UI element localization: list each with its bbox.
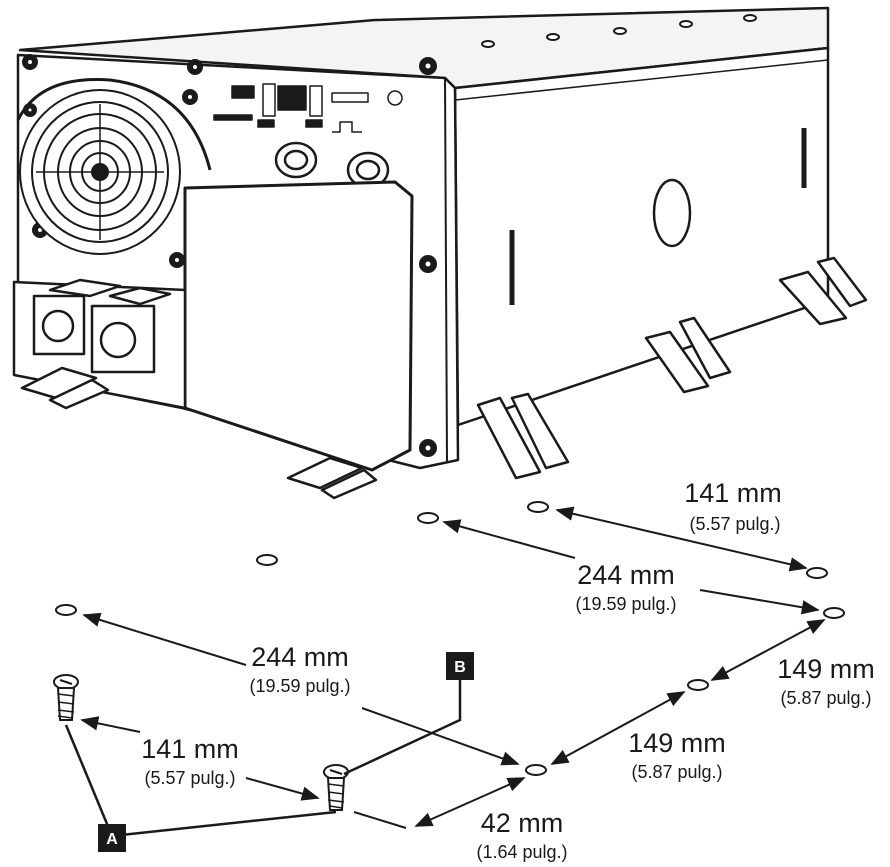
- arrow-149-right: [710, 619, 826, 681]
- dim-149-bottom-in: (5.87 pulg.): [631, 762, 722, 782]
- dim-244-left-in: (19.59 pulg.): [249, 676, 350, 696]
- mounting-feet: [20, 256, 868, 500]
- dim-149-right-mm: 149 mm: [777, 654, 875, 684]
- dim-42-in: (1.64 pulg.): [476, 842, 567, 862]
- arrow-141-left-a: [80, 716, 141, 733]
- arrow-141-left-b: [245, 777, 320, 801]
- arrow-42-a: [353, 811, 407, 829]
- mounting-hole: [687, 679, 709, 691]
- dim-141-left-mm: 141 mm: [141, 734, 239, 764]
- arrow-244-left-a: [82, 612, 247, 666]
- dim-42-mm: 42 mm: [481, 808, 564, 838]
- dim-244-right-in: (19.59 pulg.): [575, 594, 676, 614]
- callout-a: A: [98, 824, 126, 852]
- mounting-hole: [527, 501, 549, 513]
- mounting-hole: [256, 554, 278, 566]
- mounting-hole: [525, 764, 547, 776]
- arrow-149-bottom: [550, 691, 686, 765]
- dimension-arrows: [80, 506, 826, 829]
- dim-141-top-mm: 141 mm: [684, 478, 782, 508]
- dim-149-right-in: (5.87 pulg.): [780, 688, 871, 708]
- mounting-screw-icon: [53, 674, 79, 721]
- mounting-hole: [806, 567, 828, 579]
- mounting-holes: [55, 501, 845, 776]
- inverter-unit: [12, 6, 868, 500]
- arrow-244-right-a: [442, 519, 576, 559]
- dim-244-left-mm: 244 mm: [251, 642, 349, 672]
- arrow-42-b: [414, 777, 526, 827]
- callout-b: B: [446, 652, 474, 680]
- side-port-oval: [652, 178, 692, 248]
- callout-b-label: B: [454, 659, 466, 676]
- mounting-hole: [823, 607, 845, 619]
- arrow-141-top: [555, 506, 808, 572]
- dim-141-left-in: (5.57 pulg.): [144, 768, 235, 788]
- dim-141-top-in: (5.57 pulg.): [689, 514, 780, 534]
- fan-icon: [16, 78, 212, 255]
- mounting-hole: [55, 604, 77, 616]
- dim-244-right-mm: 244 mm: [577, 560, 675, 590]
- callout-leaders: [64, 676, 462, 838]
- control-panel: [213, 83, 403, 133]
- dimension-labels: 141 mm (5.57 pulg.) 244 mm (19.59 pulg.)…: [141, 478, 875, 862]
- top-screws: [481, 14, 757, 48]
- front-cover-plate: [183, 180, 414, 472]
- arrow-244-left-b: [361, 707, 520, 766]
- front-screws: [22, 54, 437, 457]
- front-knobs: [274, 141, 390, 189]
- arrow-244-right-b: [699, 589, 820, 615]
- callout-a-label: A: [106, 831, 118, 848]
- mounting-hole: [417, 512, 439, 524]
- dim-149-bottom-mm: 149 mm: [628, 728, 726, 758]
- mounting-screw-icon: [323, 764, 349, 811]
